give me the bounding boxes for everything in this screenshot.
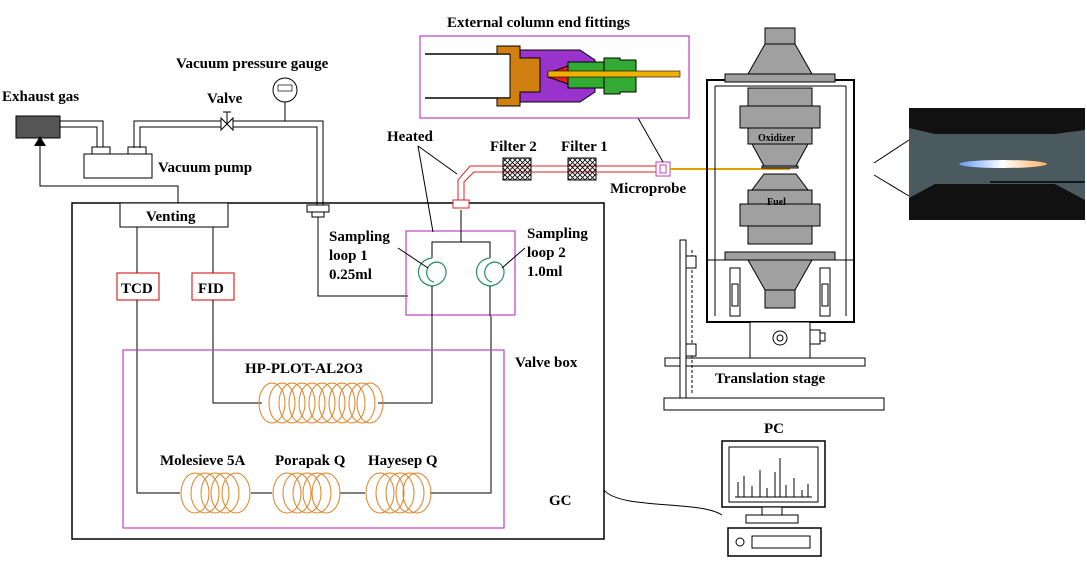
hayesep-column — [365, 472, 432, 514]
oxidizer-label: Oxidizer — [758, 133, 796, 144]
sampling-loop-box — [405, 230, 516, 316]
vacuum-gauge-label: Vacuum pressure gauge — [176, 56, 329, 72]
hayesep-label: Hayesep Q — [368, 453, 438, 469]
venting-box — [119, 202, 229, 228]
tcd-detector — [116, 272, 160, 301]
porapak-label: Porapak Q — [275, 453, 346, 469]
gc-label: GC — [549, 493, 572, 509]
heated-label: Heated — [387, 129, 433, 145]
valve-box — [122, 349, 505, 529]
filter2-label: Filter 2 — [490, 139, 537, 155]
pc-label: PC — [764, 421, 784, 437]
pc-computer — [721, 440, 826, 557]
sampling-loop-1 — [417, 257, 447, 287]
exhaust-gas-label: Exhaust gas — [2, 89, 79, 105]
microprobe-label: Microprobe — [610, 181, 686, 197]
molesieve-column — [180, 472, 251, 514]
translation-stage-label: Translation stage — [715, 371, 825, 387]
venting-label: Venting — [146, 209, 196, 225]
gc-box — [71, 202, 605, 540]
vacuum-pump — [83, 146, 153, 179]
sampling-loop-2 — [475, 257, 505, 287]
hp-plot-column — [258, 382, 384, 424]
valve-box-label: Valve box — [515, 355, 578, 371]
valve-label: Valve — [207, 91, 243, 107]
burner-assembly — [706, 27, 855, 323]
porapak-column — [272, 472, 341, 514]
translation-stage — [663, 239, 885, 411]
fuel-label: Fuel — [767, 197, 786, 208]
tcd-label: TCD — [121, 281, 153, 297]
vacuum-gauge-icon — [272, 77, 298, 121]
valve-icon — [220, 111, 234, 132]
molesieve-label: Molesieve 5A — [160, 453, 246, 469]
loop1-label-c: 0.25ml — [329, 267, 372, 283]
flame-photo — [909, 108, 1085, 220]
column-fitting-drawing — [425, 45, 681, 107]
ext-fittings-label: External column end fittings — [447, 15, 630, 31]
exhaust-gas-outlet — [15, 115, 61, 139]
vacuum-pump-label: Vacuum pump — [158, 160, 252, 176]
filter-2 — [502, 157, 532, 181]
filter1-label: Filter 1 — [561, 139, 608, 155]
loop1-label-a: Sampling — [329, 229, 390, 245]
loop2-label-c: 1.0ml — [527, 264, 562, 280]
heated-sampling-line — [457, 165, 656, 200]
fid-label: FID — [198, 281, 224, 297]
filter-1 — [567, 157, 597, 181]
hp-plot-label: HP-PLOT-AL2O3 — [245, 361, 363, 377]
loop2-label-a: Sampling — [527, 226, 588, 242]
loop1-label-b: loop 1 — [329, 248, 368, 264]
loop2-label-b: loop 2 — [527, 245, 566, 261]
fid-detector — [191, 272, 235, 301]
